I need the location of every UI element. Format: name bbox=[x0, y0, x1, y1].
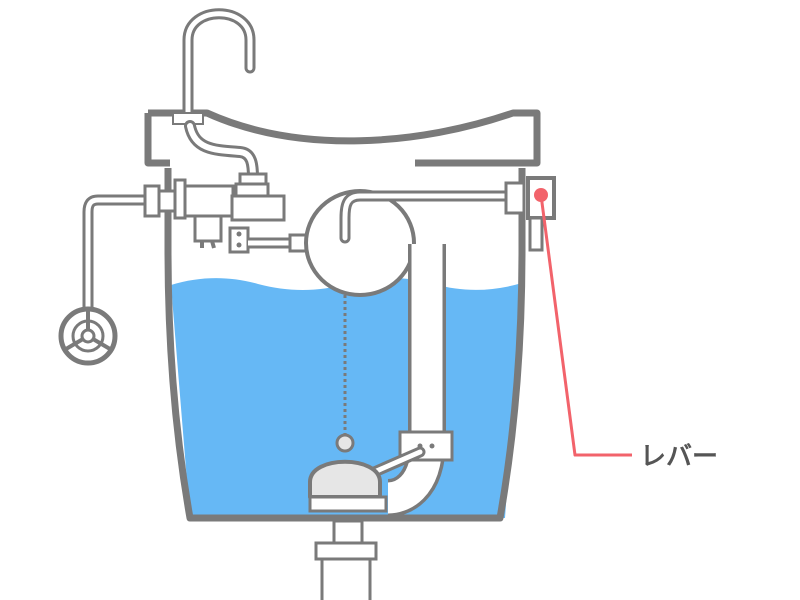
drain-pipe bbox=[314, 519, 378, 600]
lever-callout: レバー bbox=[534, 188, 718, 472]
tank-body bbox=[164, 168, 526, 522]
flapper-valve bbox=[308, 433, 388, 513]
lever-rod bbox=[339, 190, 511, 244]
float-arm-joint bbox=[288, 233, 308, 253]
supply-faucet bbox=[182, 8, 256, 124]
tank-lid bbox=[144, 109, 541, 167]
stop-valve bbox=[143, 178, 235, 249]
float-ball bbox=[304, 189, 416, 297]
callout-line bbox=[539, 194, 632, 457]
lever bbox=[504, 176, 556, 252]
supply-pipe bbox=[82, 194, 156, 318]
supply-hose bbox=[184, 120, 259, 184]
ball-tap bbox=[228, 172, 286, 254]
callout-label: レバー bbox=[640, 442, 718, 472]
flapper-arm bbox=[366, 446, 426, 479]
stop-valve-handle bbox=[58, 306, 118, 366]
